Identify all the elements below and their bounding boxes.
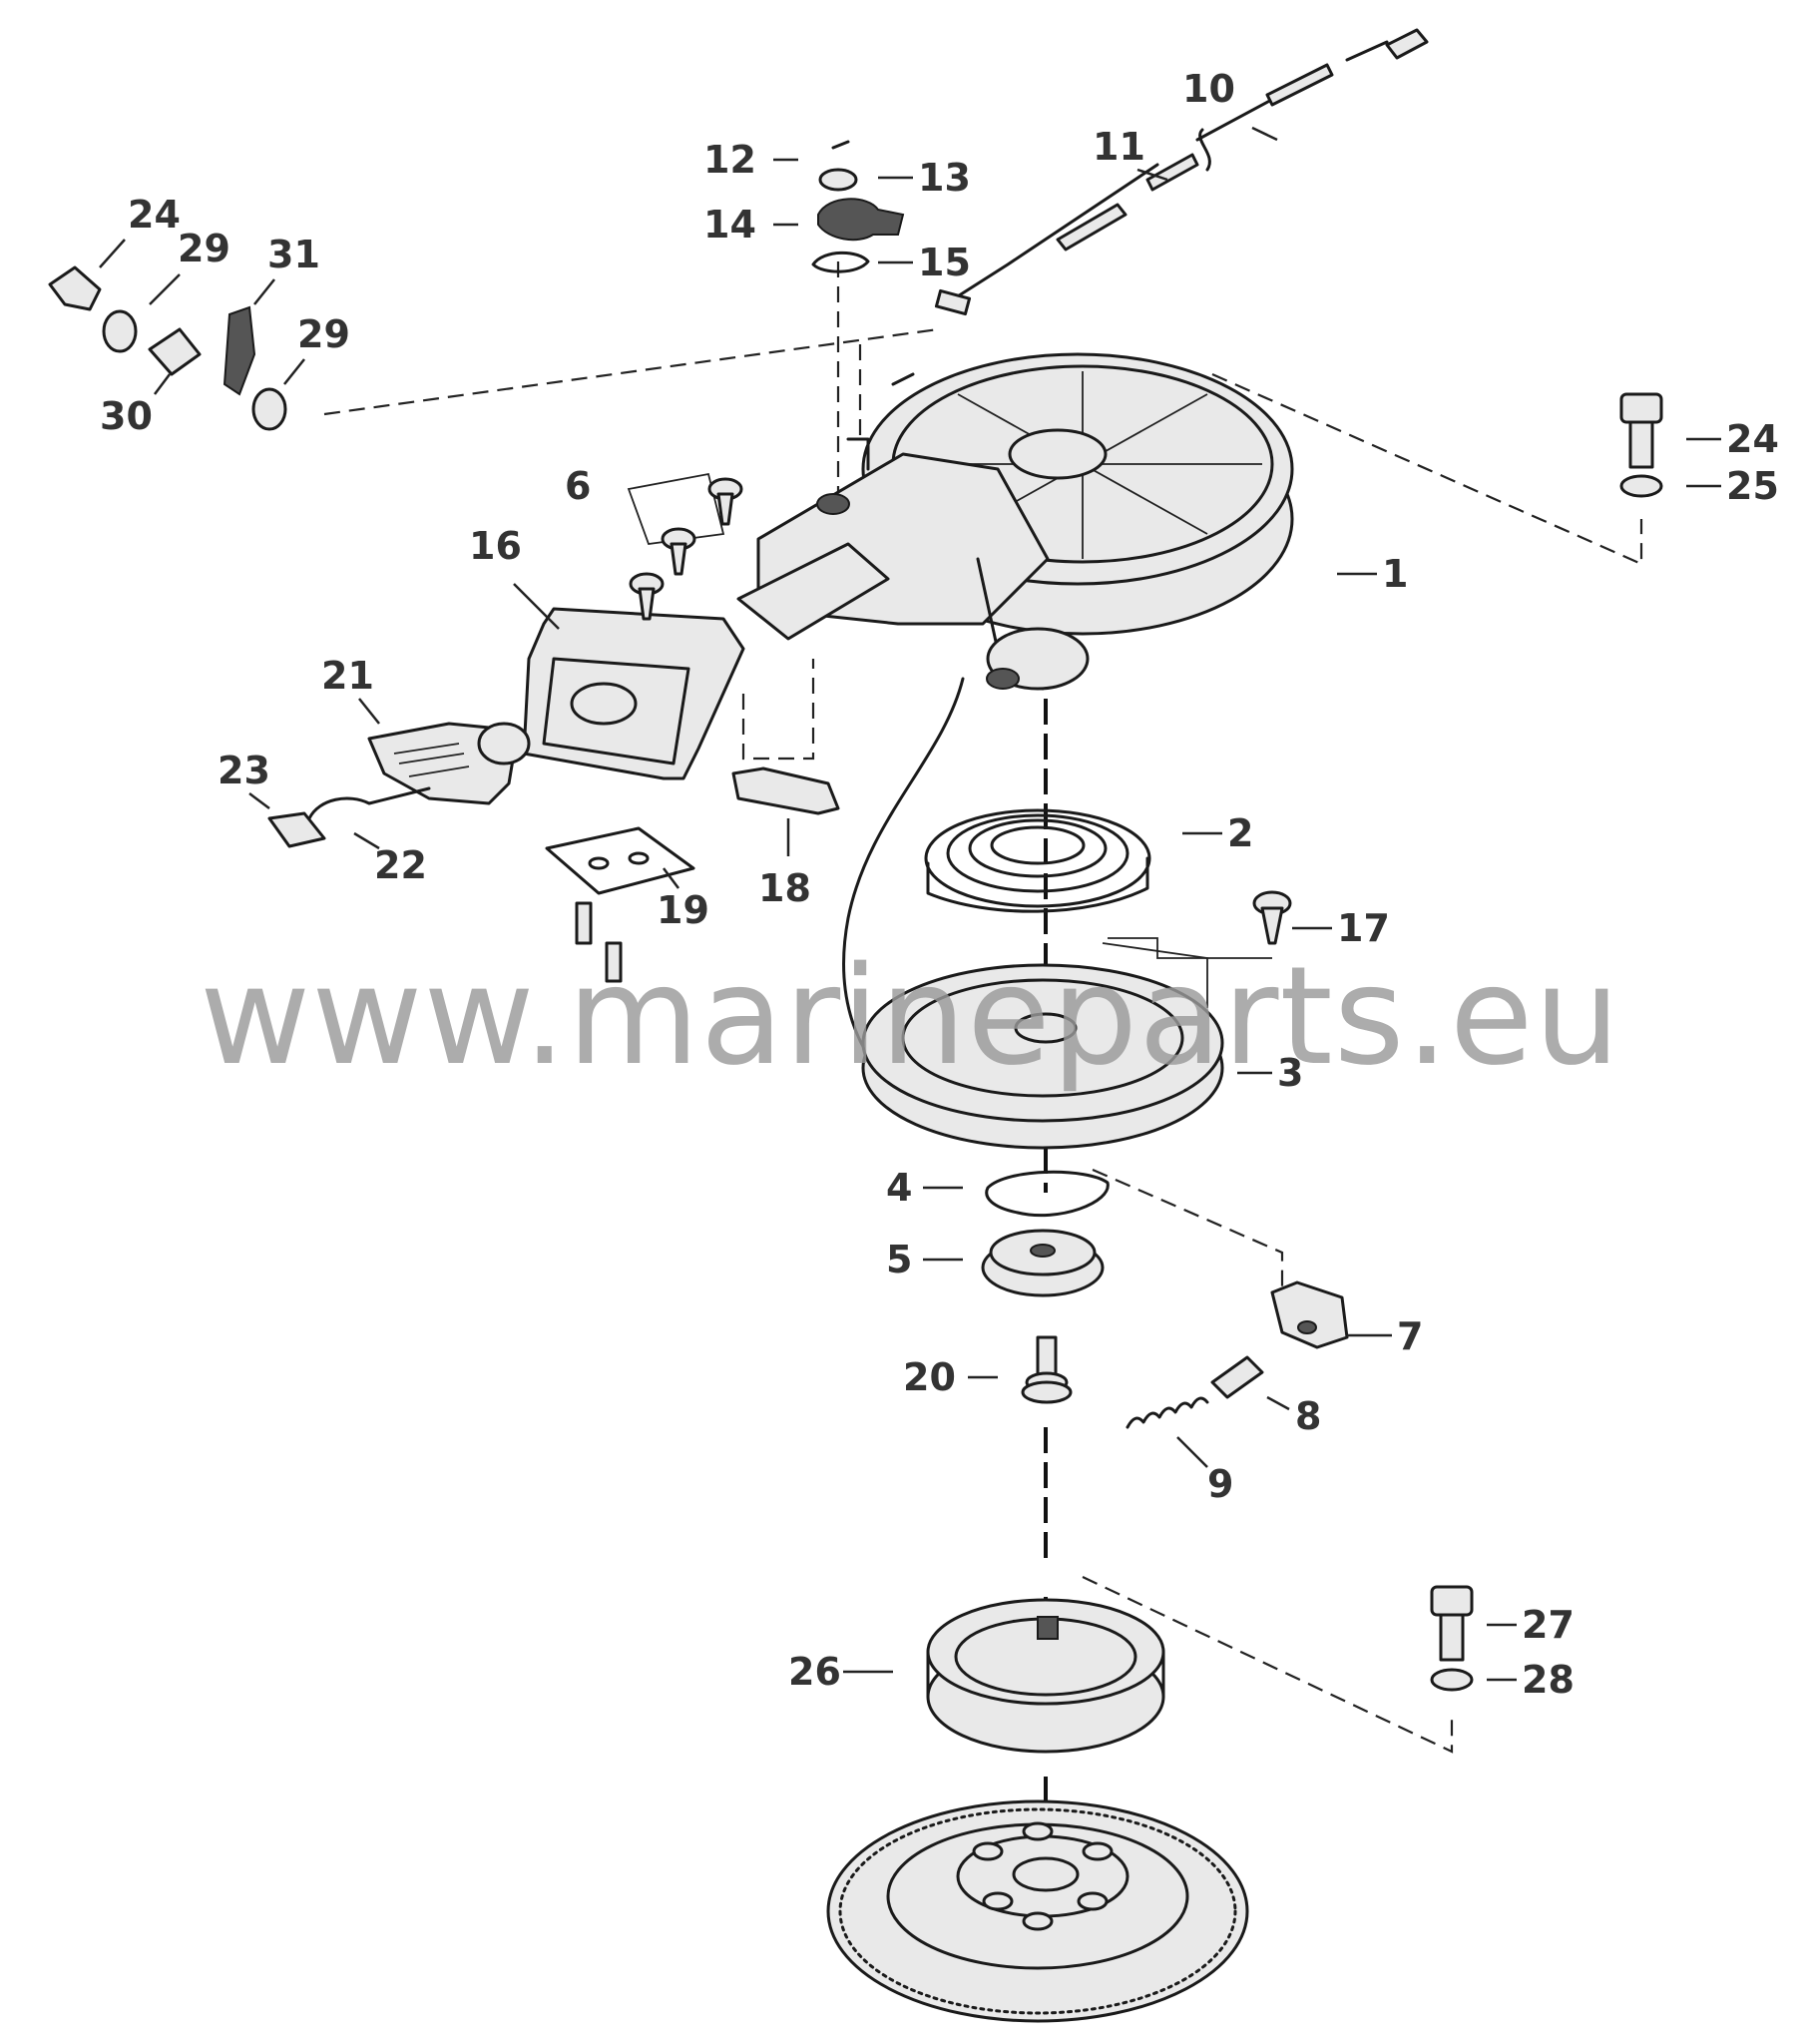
cam-stack (811, 140, 905, 273)
cup-bolt (1430, 1585, 1474, 1692)
starter-pawl (1270, 1280, 1349, 1349)
friction-plate (985, 1170, 1110, 1218)
callout-29-left: 29 (178, 227, 230, 270)
control-cable (934, 28, 1429, 316)
callout-2: 2 (1227, 811, 1253, 855)
drive-plate (981, 1229, 1105, 1297)
callout-23: 23 (218, 749, 270, 792)
callout-25: 25 (1726, 464, 1779, 508)
callout-9: 9 (1207, 1462, 1233, 1506)
housing-bolt (1619, 392, 1663, 498)
callout-17: 17 (1337, 906, 1390, 950)
callout-8: 8 (1295, 1394, 1321, 1438)
callout-30: 30 (100, 394, 153, 438)
screw (1252, 890, 1292, 945)
starter-housing (736, 352, 1294, 691)
bushing-group (48, 265, 287, 431)
pulley-bolt (1021, 1335, 1073, 1404)
starter-cup (926, 1598, 1165, 1754)
pawl-spring (1126, 1396, 1209, 1429)
watermark-text: www.marineparts.eu (200, 938, 1621, 1096)
assembly-lines (323, 261, 1643, 1891)
callout-19: 19 (657, 888, 709, 932)
callout-29-right: 29 (297, 312, 350, 356)
starter-handle (522, 607, 745, 780)
callout-13: 13 (918, 156, 971, 200)
callout-28: 28 (1522, 1658, 1575, 1702)
pawl-pin (1210, 1355, 1264, 1399)
callout-labels: 1 2 3 4 5 6 7 8 9 10 11 12 13 14 15 16 1… (100, 67, 1779, 1702)
recoil-spring (924, 808, 1151, 913)
callout-22: 22 (374, 843, 427, 887)
handle-screws (627, 472, 743, 621)
callout-24-left: 24 (128, 193, 181, 237)
callout-26: 26 (788, 1650, 841, 1694)
callout-20: 20 (903, 1355, 956, 1399)
callout-1: 1 (1382, 552, 1408, 596)
callout-14: 14 (703, 203, 756, 247)
wiring-harness (267, 786, 431, 848)
callout-24: 24 (1726, 417, 1779, 461)
callout-12: 12 (703, 138, 756, 182)
lanyard-switch (367, 722, 531, 805)
leader-lines (99, 126, 1721, 1682)
callout-18: 18 (758, 866, 811, 910)
callout-3: 3 (1277, 1051, 1303, 1095)
callout-6: 6 (565, 464, 591, 508)
callout-7: 7 (1397, 1314, 1423, 1358)
callout-4: 4 (886, 1166, 912, 1210)
cover-plate (545, 826, 695, 983)
rope-retainer (731, 766, 840, 815)
callout-11: 11 (1093, 125, 1145, 169)
callout-21: 21 (321, 654, 374, 698)
callout-10: 10 (1182, 67, 1235, 111)
callout-16: 16 (469, 524, 522, 568)
starter-pulley (861, 942, 1224, 1150)
flywheel (826, 1799, 1249, 2023)
callout-31: 31 (267, 233, 320, 276)
callout-15: 15 (918, 241, 971, 284)
callout-5: 5 (886, 1238, 912, 1281)
callout-27: 27 (1522, 1603, 1575, 1647)
